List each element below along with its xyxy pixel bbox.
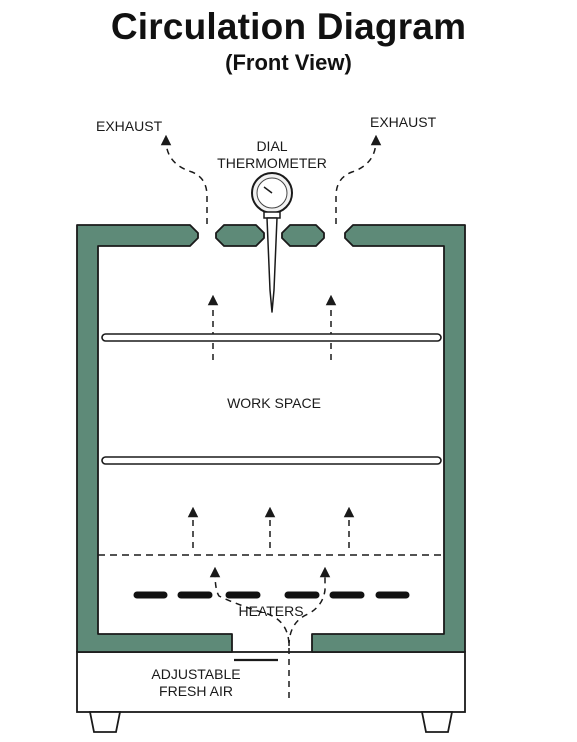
dial-label-line1: DIAL — [256, 138, 287, 154]
exhaust-right-label: EXHAUST — [370, 114, 437, 130]
fresh-air-left-flow-arrow — [209, 566, 290, 698]
dial-label-line2: THERMOMETER — [217, 155, 327, 171]
diagram-subtitle: (Front View) — [225, 50, 352, 75]
top-wall-segment-right — [281, 224, 325, 247]
right-foot — [420, 711, 454, 733]
exhaust-right-flow-arrow — [335, 134, 382, 224]
heaters-label: HEATERS — [238, 603, 303, 619]
work-space-label: WORK SPACE — [227, 395, 321, 411]
base-compartment — [76, 651, 466, 713]
right-wall — [311, 224, 466, 653]
dial-thermometer-icon — [251, 172, 293, 313]
fresh-air-label-line2: FRESH AIR — [159, 683, 233, 699]
left-foot — [88, 711, 122, 733]
exhaust-left-label: EXHAUST — [96, 118, 163, 134]
top-shelf — [101, 333, 442, 342]
exhaust-left-flow-arrow — [160, 134, 208, 224]
diagram-title: Circulation Diagram — [110, 6, 467, 47]
fresh-air-right-flow-arrow — [288, 566, 331, 647]
top-wall-segment-left — [215, 224, 265, 247]
fresh-air-label-line1: ADJUSTABLE — [151, 666, 240, 682]
left-wall — [76, 224, 233, 653]
bottom-shelf — [101, 456, 442, 465]
